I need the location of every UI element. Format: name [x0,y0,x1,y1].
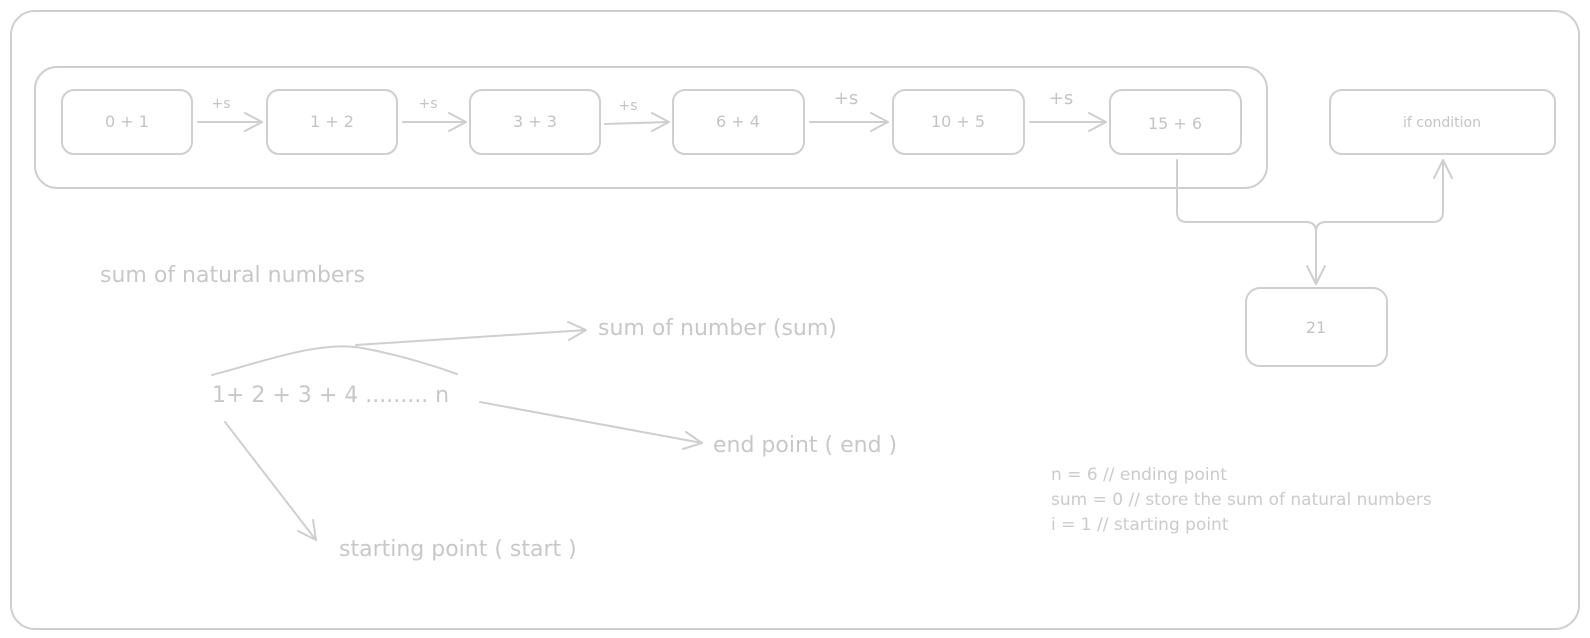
series-expression: 1+ 2 + 3 + 4 ......... n [212,383,449,408]
step-node-label: 0 + 1 [105,112,149,131]
step-node[interactable]: 0 + 1 [61,89,193,155]
step-node-box [61,89,193,155]
step-arrow [197,112,263,132]
outer-frame [10,10,1580,630]
step-node-label: 3 + 3 [513,112,557,131]
result-node-label: 21 [1306,318,1326,337]
step-arrow [1029,112,1107,132]
diagram-title: sum of natural numbers [100,263,365,288]
steps-group-container [34,66,1268,189]
step-edge-label: +s [618,98,637,114]
step-node-box [672,89,805,155]
step-arrow [604,112,670,132]
condition-node[interactable]: if condition [1329,89,1556,155]
step-edge-label: +s [418,96,437,112]
step-node[interactable]: 10 + 5 [892,89,1025,155]
end-annotation: end point ( end ) [713,433,897,458]
condition-node-label: if condition [1403,115,1481,131]
step-node-label: 6 + 4 [716,112,760,131]
step-node-box [469,89,601,155]
step-node-label: 10 + 5 [931,112,985,131]
step-node[interactable]: 3 + 3 [469,89,601,155]
sum-annotation: sum of number (sum) [598,316,837,341]
step-node[interactable]: 15 + 6 [1109,89,1242,155]
step-node-label: 15 + 6 [1148,114,1202,133]
step-arrow [809,112,889,132]
start-arrow [224,421,317,541]
step-node-box [266,89,398,155]
code-line: i = 1 // starting point [1051,515,1229,535]
step-edge-label: +s [211,96,230,112]
step-node-box [892,89,1025,155]
step-arrow [402,112,467,132]
condition-node-box [1329,89,1556,155]
sum-arrow [355,321,587,346]
result-node-box [1245,287,1388,367]
expression-brace [211,345,458,376]
result-node[interactable]: 21 [1245,287,1388,367]
step-node-box [1109,89,1242,155]
step-node[interactable]: 1 + 2 [266,89,398,155]
end-arrow [479,401,703,450]
code-line: sum = 0 // store the sum of natural numb… [1051,490,1432,510]
start-annotation: starting point ( start ) [339,537,577,562]
step-node-label: 1 + 2 [310,112,354,131]
code-line: n = 6 // ending point [1051,465,1227,485]
step-edge-label: +s [834,88,858,109]
branch-connector [1176,159,1453,285]
step-node[interactable]: 6 + 4 [672,89,805,155]
step-edge-label: +s [1049,88,1073,109]
